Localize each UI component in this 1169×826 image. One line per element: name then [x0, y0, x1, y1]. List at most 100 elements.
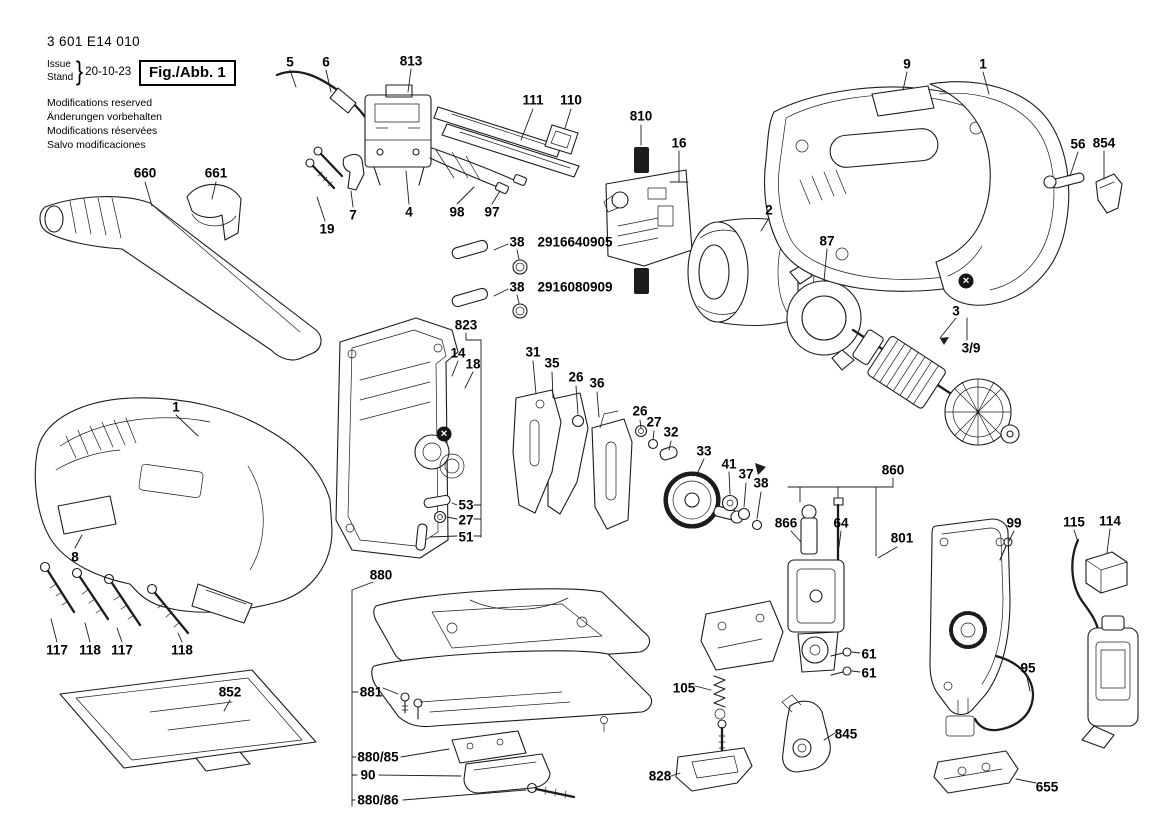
part-callout-51: 51 — [458, 529, 474, 545]
plunger-assembly-860-drawing — [700, 497, 845, 673]
circled-x-marker: ✕ — [436, 426, 452, 442]
part-callout-14: 14 — [450, 345, 466, 361]
part-callout-95: 95 — [1020, 660, 1036, 676]
part-callout-110: 110 — [560, 92, 582, 108]
part-callout-2: 2 — [765, 202, 773, 218]
part-callout-118: 118 — [171, 642, 193, 658]
issue-stand-block: Issue Stand } 20-10-23 — [47, 56, 131, 87]
part-callout-61: 61 — [861, 646, 877, 662]
part-callout-810: 810 — [629, 108, 653, 124]
part-callout-823: 823 — [454, 317, 478, 333]
figure-label-box: Fig./Abb. 1 — [139, 60, 236, 86]
part-callout-87: 87 — [819, 233, 835, 249]
part-callout-38: 38 — [753, 475, 769, 491]
part-callout-118: 118 — [79, 642, 101, 658]
part-callout-117: 117 — [111, 642, 133, 658]
part-callout-8: 8 — [71, 549, 79, 565]
part-callout-860: 860 — [881, 462, 905, 478]
part-callout-6: 6 — [322, 54, 330, 70]
part-callout-845: 845 — [834, 726, 858, 742]
housing-body-1-left-drawing — [34, 397, 333, 624]
screw-881-drawing — [400, 692, 423, 720]
modification-line: Modifications réservées — [47, 124, 158, 137]
part-callout-115: 115 — [1063, 514, 1085, 530]
part-callout-26: 26 — [632, 403, 648, 419]
part-callout-854: 854 — [1092, 135, 1116, 151]
power-cord-drawing — [275, 70, 368, 120]
part-callout-2916080909: 2916080909 — [537, 279, 613, 295]
bearing-bracket-87-drawing — [786, 263, 862, 371]
carbon-brushes-810-drawing — [634, 147, 649, 294]
modification-line: Salvo modificaciones — [47, 138, 146, 151]
part-callout-37: 37 — [738, 466, 754, 482]
counterweight-plates-drawing — [512, 389, 678, 530]
bracket-661-drawing — [186, 183, 242, 241]
lever-56-drawing — [1043, 172, 1085, 189]
stand-label: Stand — [47, 71, 74, 83]
part-callout-111: 111 — [522, 92, 544, 108]
part-callout-655: 655 — [1035, 779, 1059, 795]
part-callout-38: 38 — [509, 234, 525, 250]
part-callout-105: 105 — [672, 680, 696, 696]
part-callout-35: 35 — [544, 355, 560, 371]
guide-shoe-655-drawing — [933, 750, 1019, 794]
bracket-828-drawing — [675, 747, 753, 792]
part-callout-16: 16 — [671, 135, 687, 151]
part-callout-3-9: 3/9 — [961, 340, 981, 356]
part-callout-36: 36 — [589, 375, 605, 391]
part-callout-27: 27 — [458, 512, 474, 528]
drawing-part-number: 3 601 E14 010 — [47, 34, 141, 49]
issue-label: Issue — [47, 59, 71, 70]
part-callout-56: 56 — [1070, 136, 1086, 152]
part-callout-9: 9 — [903, 56, 911, 72]
roller-lever-845-drawing — [781, 694, 831, 773]
gear-cover-99-group-drawing — [929, 518, 1013, 737]
pins-53-27-51-drawing — [415, 494, 451, 551]
modification-line: Änderungen vorbehalten — [47, 110, 163, 123]
part-callout-7: 7 — [349, 207, 357, 223]
gear-housing-823-drawing — [335, 317, 465, 559]
modification-notice: Modifications reserved Änderungen vorbeh… — [47, 97, 162, 152]
screws-117-118-drawing — [39, 561, 190, 635]
part-callout-99: 99 — [1006, 515, 1022, 531]
part-callout-881: 881 — [359, 684, 383, 700]
contact-strips-111-drawing — [433, 106, 580, 178]
electronics-16-drawing — [603, 169, 693, 267]
switch-module-813-drawing — [364, 84, 432, 186]
wires-98-97-drawing — [429, 147, 528, 195]
housing-shell-1-right-drawing — [929, 81, 1070, 306]
part-callout-31: 31 — [525, 344, 541, 360]
part-callout-880-85: 880/85 — [357, 749, 399, 765]
part-callout-117: 117 — [46, 642, 68, 658]
pins-orings-38-drawing — [451, 239, 528, 319]
spring-105-drawing — [713, 675, 727, 758]
brace-glyph: } — [76, 56, 84, 86]
part-callout-114: 114 — [1099, 513, 1121, 529]
screws-61-drawing — [830, 647, 852, 676]
nozzle-660-drawing — [39, 196, 322, 361]
leader-lines — [50, 68, 1111, 807]
part-callout-19: 19 — [319, 221, 335, 237]
part-callout-4: 4 — [405, 204, 413, 220]
label-plate-drawing — [871, 85, 935, 117]
part-callout-2916640905: 2916640905 — [537, 234, 613, 250]
cover-plate-852-drawing — [59, 669, 317, 772]
part-callout-53: 53 — [458, 497, 474, 513]
modification-line: Modifications reserved — [47, 97, 153, 109]
part-callout-61: 61 — [861, 665, 877, 681]
screws-19-drawing — [305, 146, 344, 190]
part-callout-32: 32 — [663, 424, 679, 440]
part-callout-880-86: 880/86 — [357, 792, 399, 808]
block-114-drawing — [1085, 551, 1128, 594]
part-callout-38: 38 — [509, 279, 525, 295]
part-callout-813: 813 — [399, 53, 423, 69]
part-callout-880: 880 — [369, 567, 393, 583]
part-callout-27: 27 — [646, 414, 662, 430]
part-callout-852: 852 — [218, 684, 242, 700]
part-callout-801: 801 — [890, 530, 914, 546]
plate-8-drawing — [57, 495, 117, 535]
part-callout-90: 90 — [360, 767, 376, 783]
screw-880-86-drawing — [526, 782, 576, 799]
